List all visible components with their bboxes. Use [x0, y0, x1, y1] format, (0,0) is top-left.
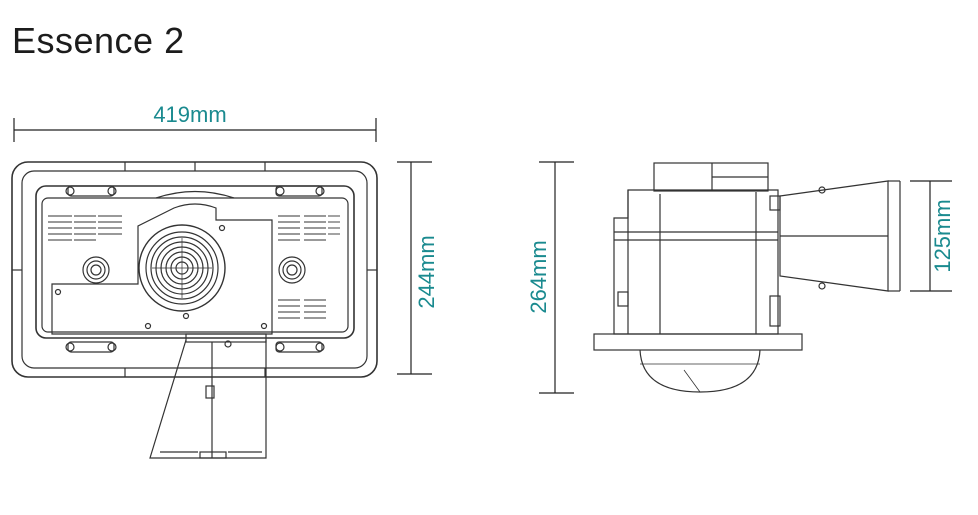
duct-dimension-label: 125mm	[930, 199, 955, 272]
front-view	[11, 118, 432, 459]
side-view	[539, 161, 952, 394]
width-dimension-label: 419mm	[153, 102, 226, 127]
page-title: Essence 2	[12, 20, 185, 61]
side-height-dimension-label: 264mm	[526, 240, 551, 313]
front-height-dimension-label: 244mm	[414, 235, 439, 308]
